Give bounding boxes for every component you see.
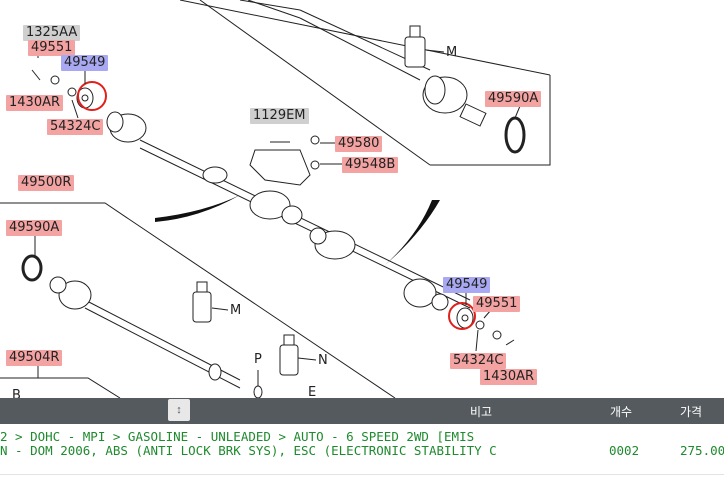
part-label-49548B[interactable]: 49548B [342,157,399,173]
part-label-49580[interactable]: 49580 [335,136,383,152]
column-header-price[interactable]: 가격 [680,405,703,419]
column-header-quantity[interactable]: 개수 [610,405,633,419]
part-label-49590A-left[interactable]: 49590A [6,220,63,236]
part-label-54324C-bottom[interactable]: 54324C [450,353,507,369]
part-label-49551-bottom[interactable]: 49551 [473,296,521,312]
part-label-1325AA[interactable]: 1325AA [23,25,81,41]
fluid-bottle-letter-right: N [318,353,328,368]
part-label-49549-bottom[interactable]: 49549 [443,277,491,293]
column-header-remarks[interactable]: 비고 [470,405,493,419]
part-label-1430AR-top[interactable]: 1430AR [6,95,64,111]
row-description-line2: N - DOM 2006, ABS (ANTI LOCK BRK SYS), E… [0,443,497,458]
callout-letter-e: E [308,385,317,398]
part-label-49504R[interactable]: 49504R [6,350,63,366]
fluid-bottle-letter-top: M [446,45,458,60]
row-description-line1: 2 > DOHC - MPI > GASOLINE - UNLEADED > A… [0,429,475,444]
part-label-49590A-top[interactable]: 49590A [485,91,542,107]
plug-letter: P [254,352,262,367]
part-label-1430AR-bottom[interactable]: 1430AR [480,369,538,385]
parts-diagram: 1325AA 49551 49549 1430AR 54324C 1129EM … [0,0,551,398]
parts-table-header: ↕ 비고 개수 가격 [0,398,724,424]
fluid-bottle-letter-left: M [230,303,242,318]
part-label-49549-top[interactable]: 49549 [61,55,109,71]
part-label-49500R[interactable]: 49500R [18,175,75,191]
part-label-54324C-top[interactable]: 54324C [47,119,104,135]
diagram-drawing [0,0,551,398]
resize-handle-icon[interactable]: ↕ [168,399,190,421]
callout-letter-b: B [12,388,21,398]
part-label-1129EM[interactable]: 1129EM [250,108,309,124]
part-label-49551-top[interactable]: 49551 [28,40,76,56]
row-quantity: 0002 [609,443,640,458]
table-row[interactable]: 2 > DOHC - MPI > GASOLINE - UNLEADED > A… [0,424,724,475]
row-price: 275.00 [680,443,724,458]
